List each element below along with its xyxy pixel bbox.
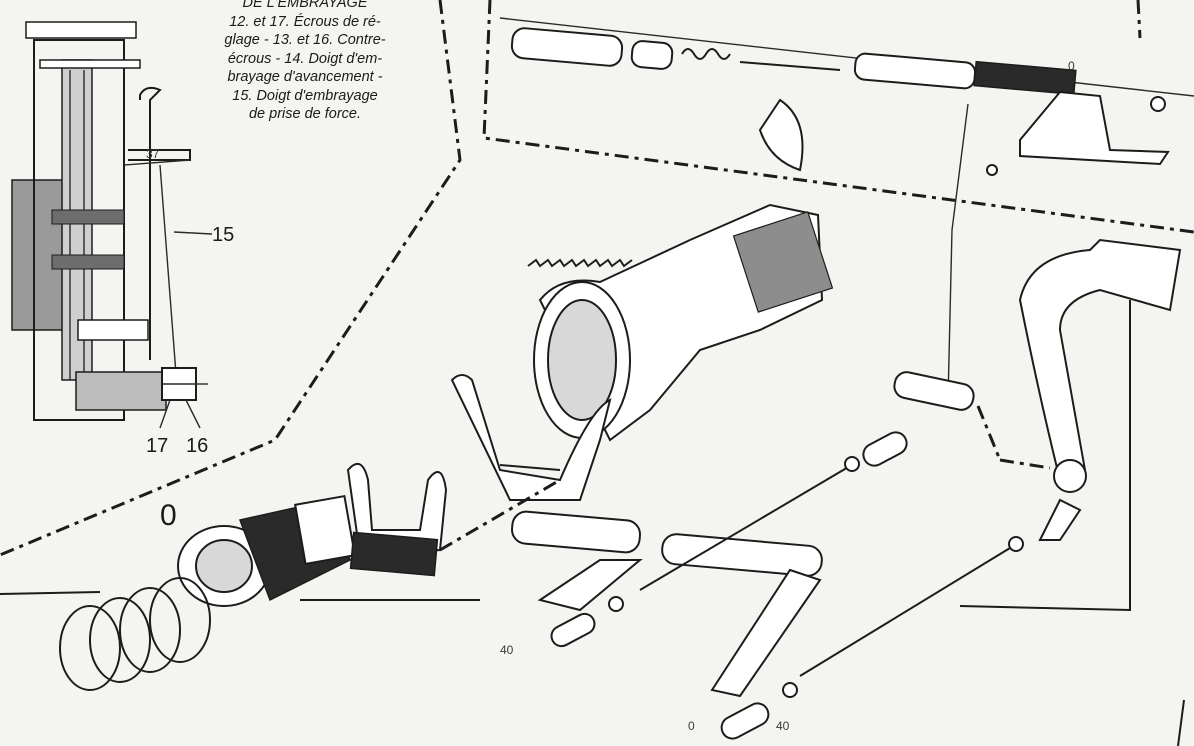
callout-0-bottom: 0 bbox=[688, 719, 695, 733]
callout-0-top: 0 bbox=[1068, 59, 1075, 73]
caption-line: de prise de force. bbox=[248, 106, 362, 122]
callout-16: 16 bbox=[186, 435, 208, 457]
coil-spring bbox=[59, 577, 211, 691]
caption-line: 15. Doigt d'embrayage bbox=[232, 87, 378, 104]
callout-15: 15 bbox=[212, 224, 234, 246]
figure-caption: DE L'EMBRAYAGE 12. et 17. Écrous de ré- … bbox=[192, 0, 418, 124]
caption-line: brayage d'avancement - bbox=[227, 69, 383, 85]
callout-37: 37 bbox=[146, 147, 160, 161]
callout-40-bottom: 40 bbox=[776, 719, 790, 733]
caption-line: DE L'EMBRAYAGE bbox=[242, 0, 368, 11]
caption-line: glage - 13. et 16. Contre- bbox=[224, 32, 386, 48]
callout-0-large: 0 bbox=[160, 499, 177, 532]
main-assembly: 0 40 0 40 bbox=[0, 203, 1185, 746]
callout-40-left: 40 bbox=[500, 643, 514, 657]
inset-panel: 15 17 16 37 bbox=[0, 0, 462, 557]
callout-17: 17 bbox=[146, 435, 168, 457]
linkage-panel: 0 bbox=[482, 0, 1194, 401]
caption-line: 12. et 17. Écrous de ré- bbox=[229, 13, 381, 30]
caption-line: écrous - 14. Doigt d'em- bbox=[227, 50, 383, 67]
